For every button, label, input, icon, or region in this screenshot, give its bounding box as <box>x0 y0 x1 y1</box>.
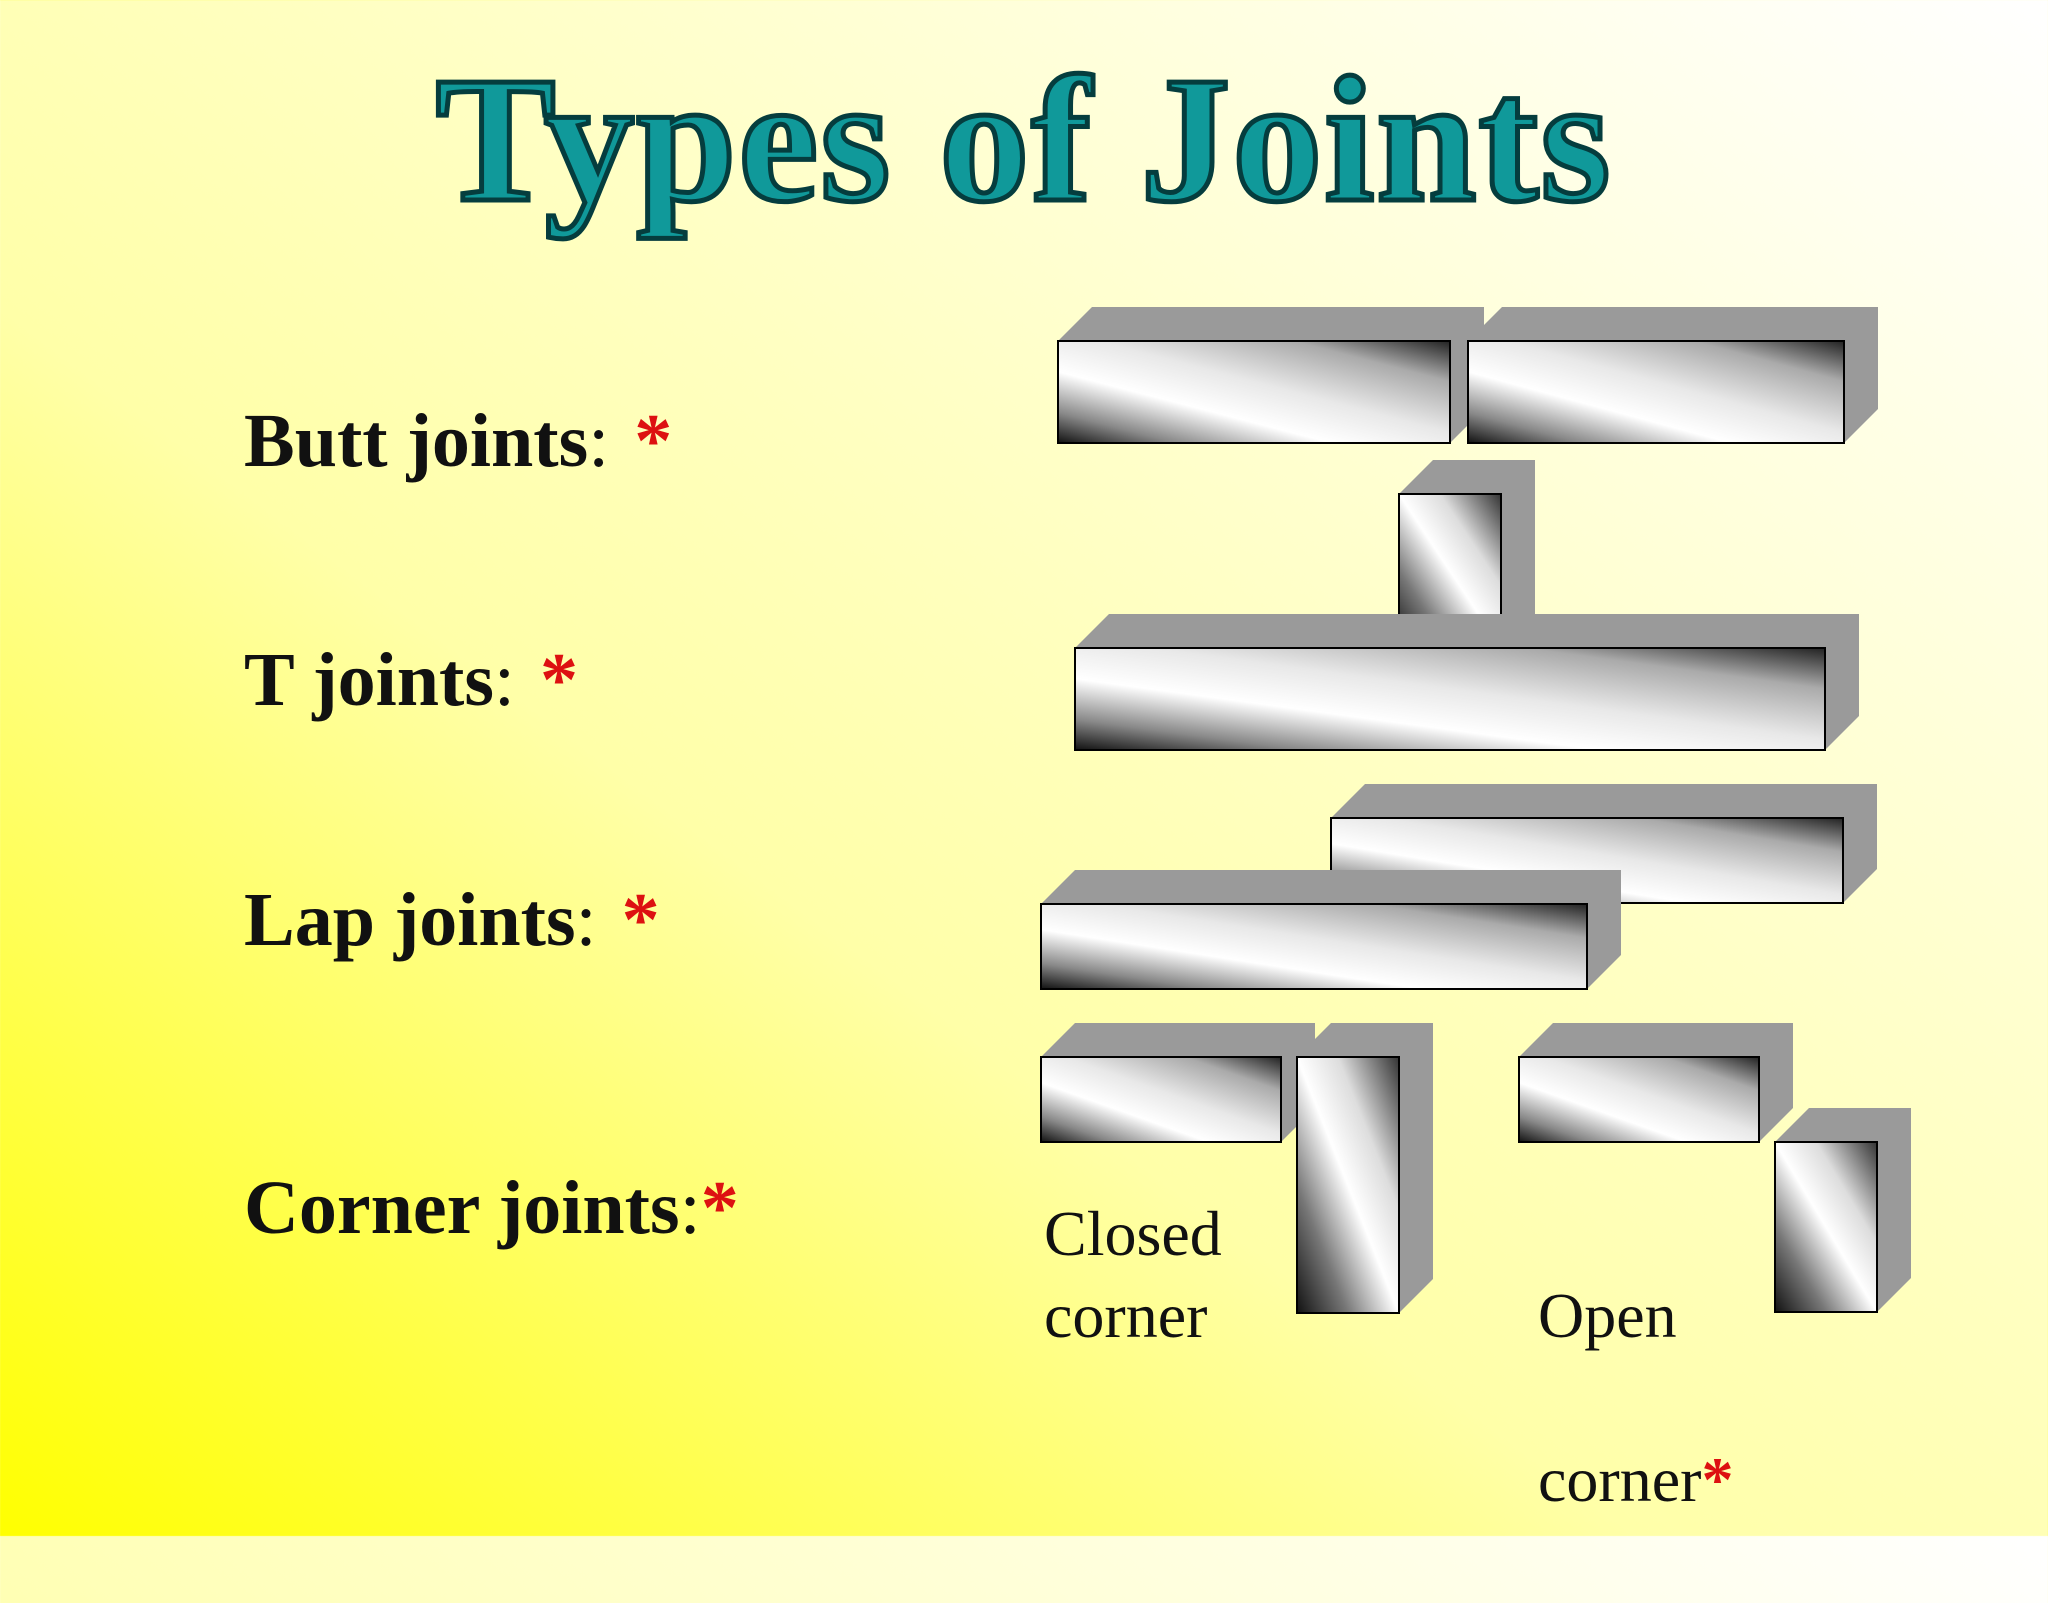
open-corner-horizontal <box>1518 1023 1793 1143</box>
asterisk-icon: * <box>634 399 673 483</box>
t-joint-base <box>1074 614 1859 751</box>
label-corner-joints: Corner joints:* <box>244 1163 739 1253</box>
block-shadow <box>1041 1023 1315 1142</box>
lap-joint-lower-plate <box>1040 870 1621 990</box>
block-face <box>1057 340 1451 444</box>
caption-closed-corner: Closed corner <box>1044 1198 1222 1351</box>
block-face <box>1518 1056 1760 1143</box>
label-colon: : <box>679 1166 701 1250</box>
label-colon: : <box>493 638 516 722</box>
label-t-joints: T joints: * <box>244 635 578 725</box>
label-colon: : <box>588 399 610 483</box>
caption-line: corner* <box>1538 1439 1733 1521</box>
closed-corner-vertical <box>1296 1023 1433 1314</box>
joints-diagram <box>1040 307 1911 1314</box>
block-face <box>1040 903 1588 990</box>
caption-text: corner <box>1538 1444 1702 1515</box>
label-lap-joints: Lap joints: * <box>244 875 660 965</box>
asterisk-icon: * <box>700 1166 739 1250</box>
block-face <box>1040 1056 1282 1143</box>
asterisk-icon: * <box>1701 1444 1734 1515</box>
label-text: Lap joints <box>244 878 576 962</box>
label-butt-joints: Butt joints: * <box>244 396 672 486</box>
asterisk-icon: * <box>540 638 579 722</box>
block-face <box>1296 1056 1400 1314</box>
caption-line: Open <box>1538 1280 1677 1351</box>
block-shadow <box>1331 784 1877 903</box>
label-text: Butt joints <box>244 399 589 483</box>
closed-corner-horizontal <box>1040 1023 1315 1143</box>
asterisk-icon: * <box>621 878 660 962</box>
label-text: T joints <box>244 638 494 722</box>
butt-joint-right-plate <box>1467 307 1878 444</box>
block-face <box>1774 1141 1878 1313</box>
label-text: Corner joints <box>244 1166 680 1250</box>
slide-title: Types of Joints <box>433 38 1613 242</box>
block-shadow <box>1519 1023 1793 1142</box>
block-face <box>1074 647 1826 751</box>
butt-joint-left-plate <box>1057 307 1484 444</box>
block-face <box>1467 340 1845 444</box>
open-corner-vertical <box>1774 1108 1911 1313</box>
block-shadow <box>1041 870 1621 989</box>
label-colon: : <box>575 878 597 962</box>
caption-open-corner: Open corner* <box>1538 1193 1733 1603</box>
